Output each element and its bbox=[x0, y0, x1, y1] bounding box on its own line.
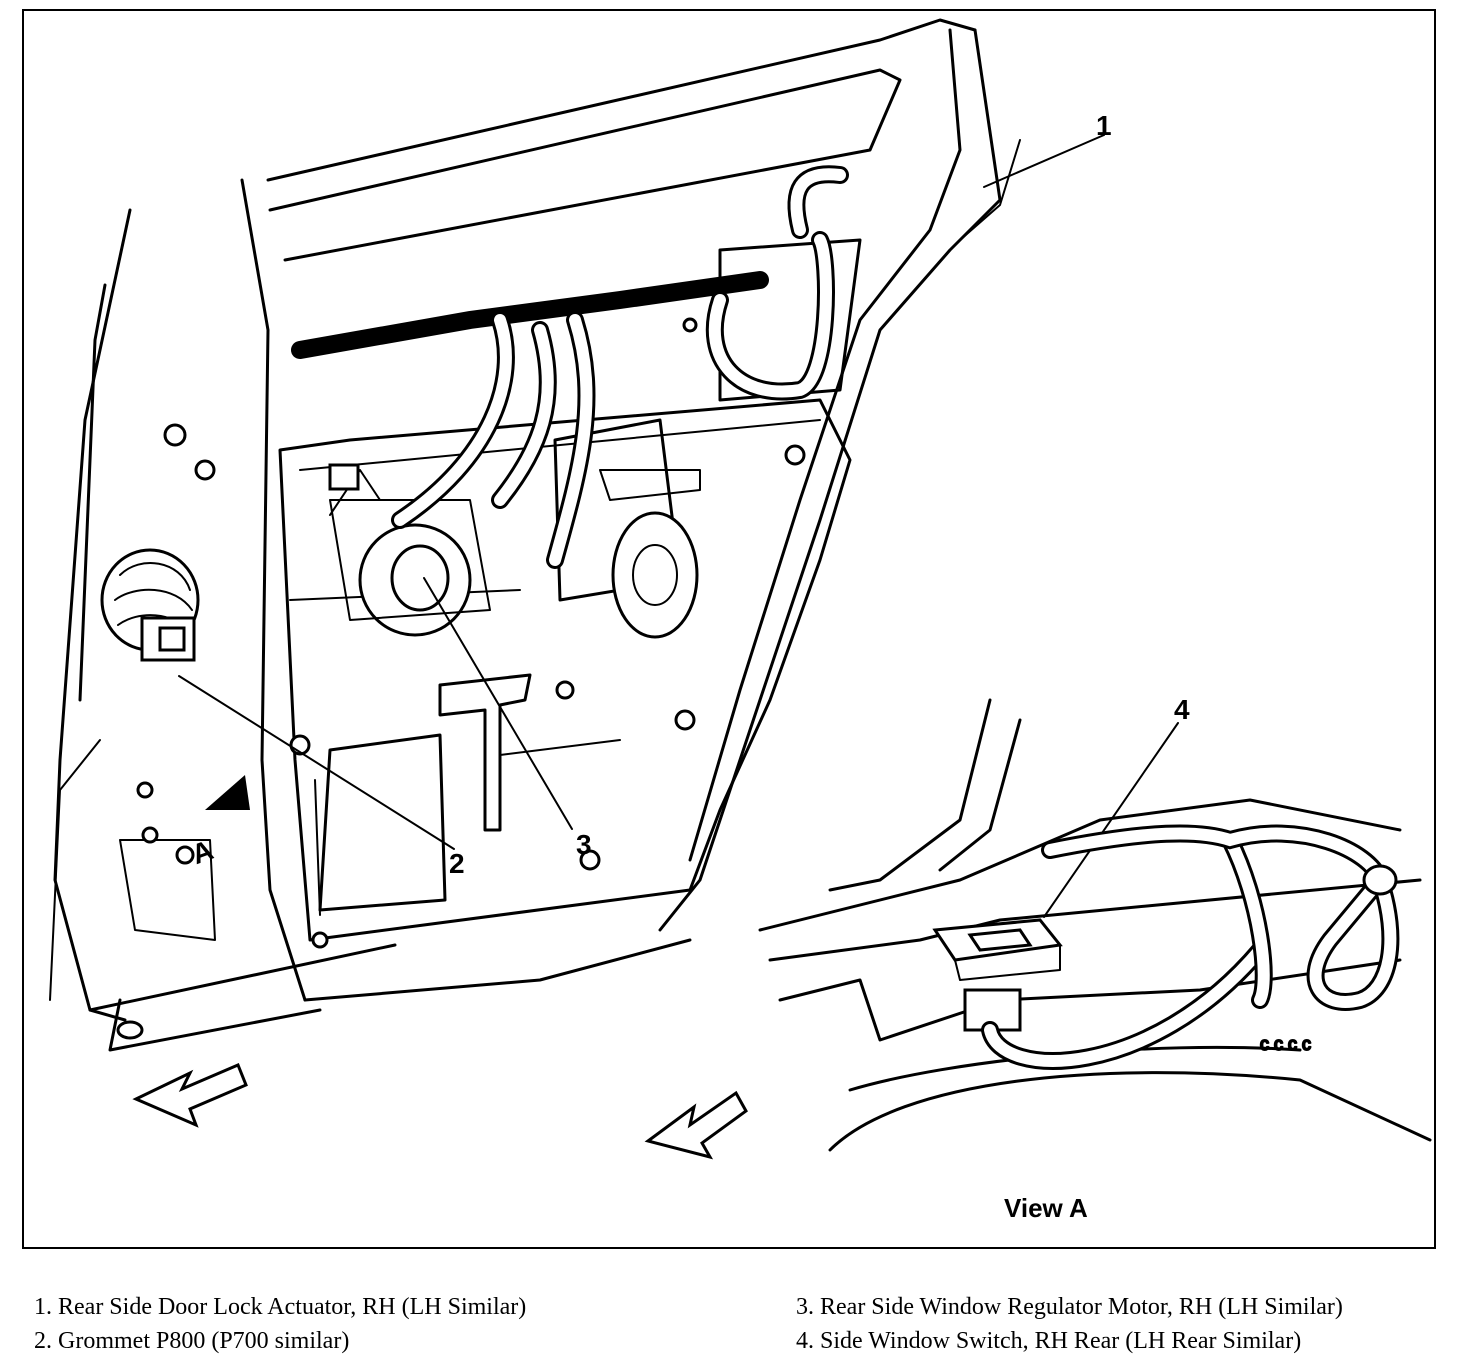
legend-item-2: 2. Grommet P800 (P700 similar) bbox=[34, 1328, 350, 1354]
view-marker-letter: A bbox=[188, 834, 218, 870]
callout-1: 1 bbox=[1096, 110, 1112, 141]
legend-item-4: 4. Side Window Switch, RH Rear (LH Rear … bbox=[796, 1328, 1302, 1354]
mount-hole-icon bbox=[311, 931, 329, 949]
legend-item-3: 3. Rear Side Window Regulator Motor, RH … bbox=[796, 1294, 1343, 1320]
legend: 1. Rear Side Door Lock Actuator, RH (LH … bbox=[0, 1288, 1472, 1366]
front-arrow-icon bbox=[644, 1090, 748, 1160]
speaker-icon bbox=[611, 511, 699, 639]
door-diagram: A 1 2 3 4 bbox=[49, 18, 1432, 1223]
mount-hole-icon bbox=[579, 849, 601, 871]
view-a-label: View A bbox=[1004, 1193, 1088, 1223]
rear-door-illustration bbox=[49, 18, 1021, 1052]
mount-hole-icon bbox=[784, 444, 806, 466]
mount-hole-icon bbox=[555, 680, 575, 700]
callout-3: 3 bbox=[576, 829, 592, 860]
callout-4: 4 bbox=[1174, 694, 1190, 725]
svg-text:c c c c: c c c c bbox=[1260, 1034, 1311, 1054]
legend-item-1: 1. Rear Side Door Lock Actuator, RH (LH … bbox=[34, 1294, 527, 1320]
callout-2: 2 bbox=[449, 848, 465, 879]
view-marker-arrow-icon bbox=[205, 775, 250, 810]
view-a-inset: c c c c bbox=[758, 698, 1432, 1152]
mount-hole-icon bbox=[674, 709, 696, 731]
front-arrow-icon bbox=[132, 1063, 248, 1128]
mount-hole-icon bbox=[682, 317, 698, 333]
diagram-frame: A 1 2 3 4 bbox=[22, 9, 1436, 1249]
